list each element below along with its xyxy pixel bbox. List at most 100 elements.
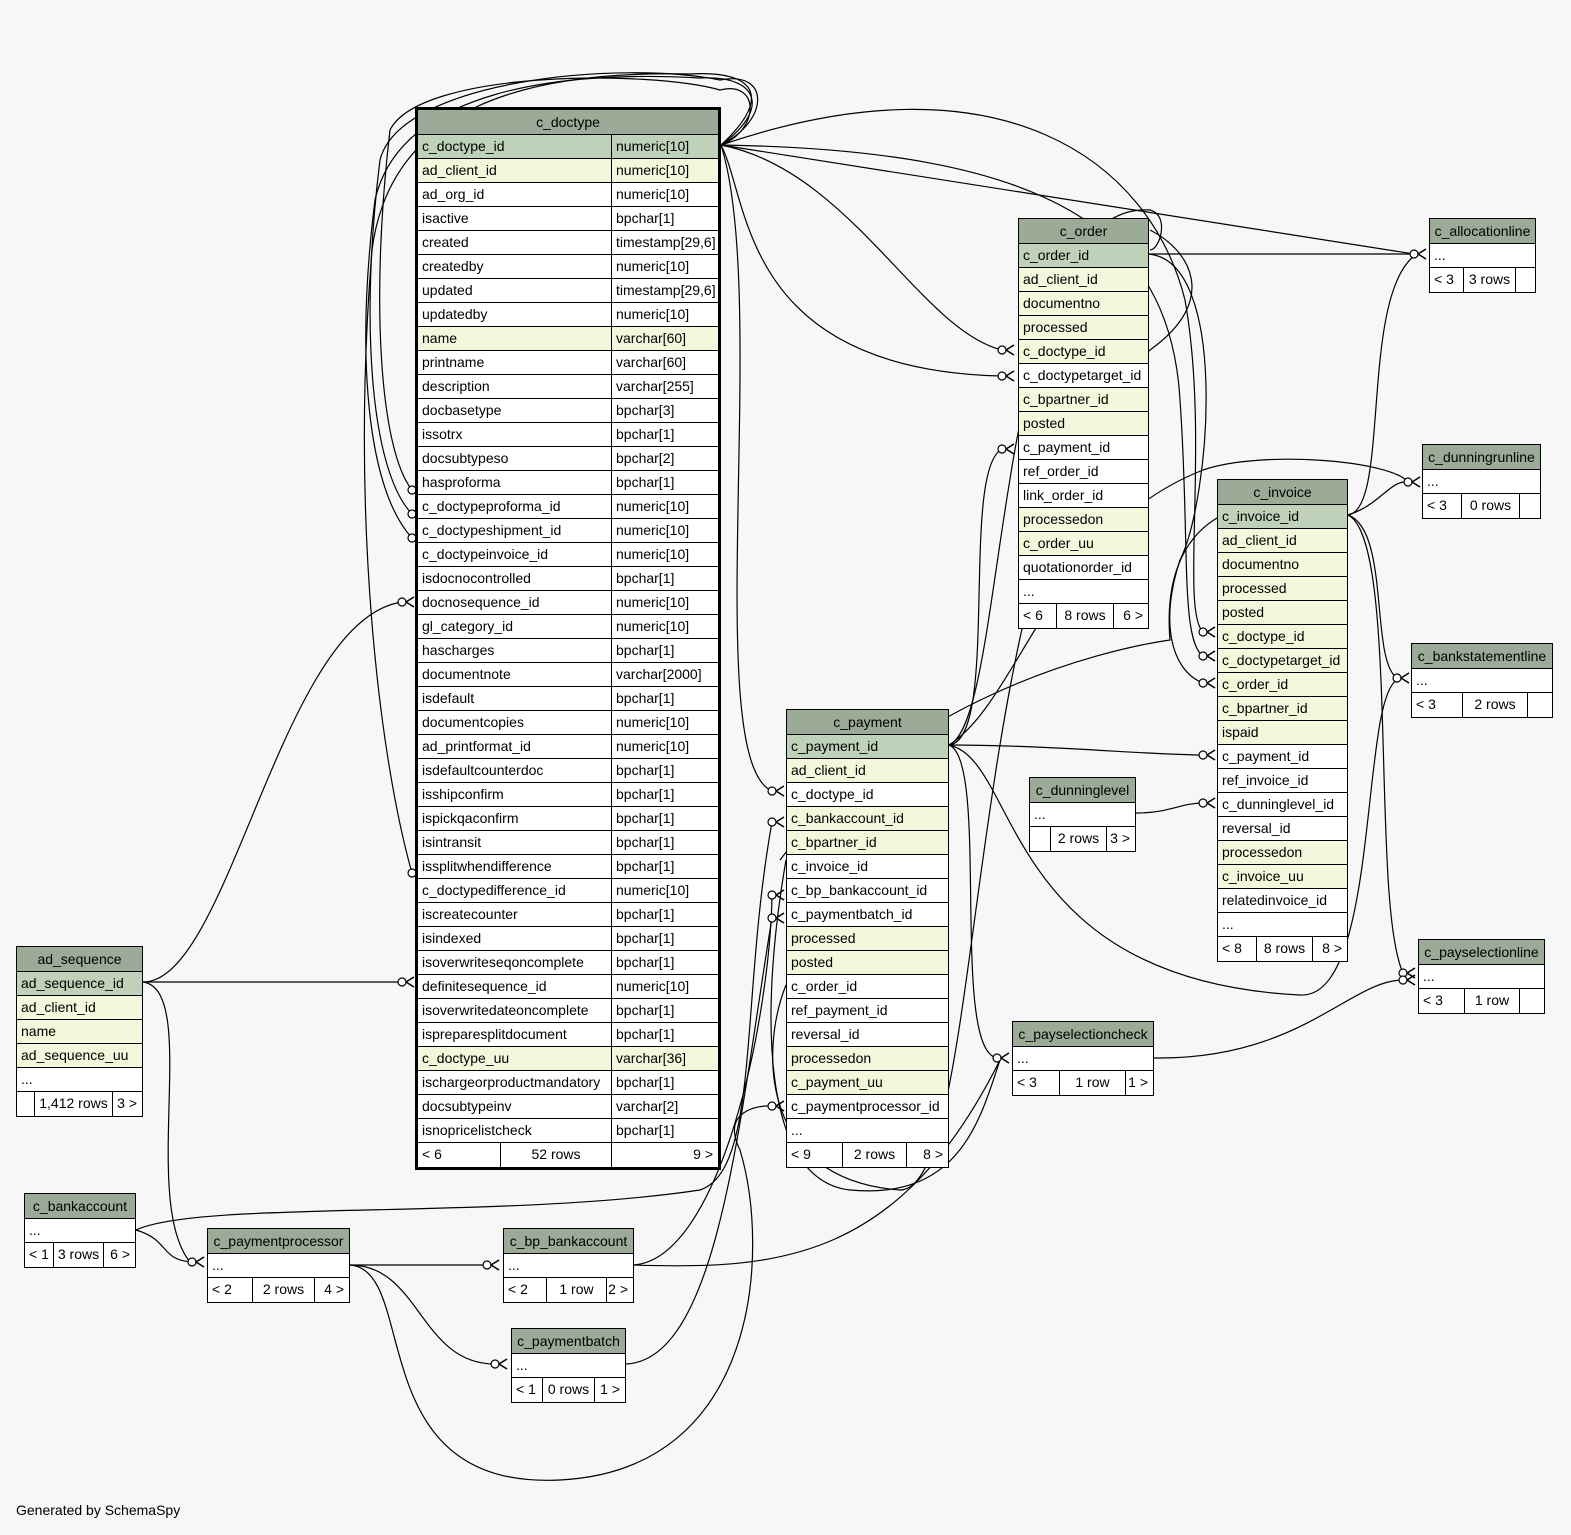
parents-count[interactable]: < 1 [516,1381,536,1397]
column-row[interactable]: c_payment_id [1218,745,1347,769]
column-row[interactable]: posted [787,951,948,975]
table-title[interactable]: c_payselectionline [1419,940,1544,965]
parents-count[interactable]: < 2 [212,1281,232,1297]
row-count[interactable]: 8 rows [1056,604,1113,628]
column-row[interactable]: ref_order_id [1019,460,1148,484]
column-row[interactable]: c_paymentbatch_id [787,903,948,927]
parents-count[interactable]: < 3 [1427,497,1447,513]
children-count[interactable]: 3 > [1106,827,1135,851]
row-count[interactable]: 8 rows [1256,937,1312,961]
column-row[interactable]: processedon [1218,841,1347,865]
table-title[interactable]: c_bankaccount [25,1194,135,1219]
column-row[interactable]: c_payment_id [787,735,948,759]
column-row[interactable]: c_order_id [1218,673,1347,697]
column-row[interactable]: processed [787,927,948,951]
column-row[interactable]: c_dunninglevel_id [1218,793,1347,817]
column-row[interactable]: processedon [787,1047,948,1071]
parents-count[interactable] [17,1092,34,1116]
column-row[interactable]: ispaid [1218,721,1347,745]
row-count[interactable]: 52 rows [500,1143,611,1167]
column-row[interactable]: c_doctype_id [1218,625,1347,649]
column-row[interactable]: ... [25,1219,135,1243]
table-title[interactable]: c_allocationline [1430,219,1535,244]
column-row[interactable]: c_order_id [787,975,948,999]
children-count[interactable]: 2 > [606,1278,633,1302]
column-row[interactable]: ad_client_id [1218,529,1347,553]
column-row[interactable]: ad_sequence_uu [17,1044,142,1068]
column-row[interactable]: ... [1218,913,1347,937]
children-count[interactable] [1515,268,1535,292]
column-row[interactable]: reversal_id [1218,817,1347,841]
column-row[interactable]: c_invoice_id [787,855,948,879]
column-row[interactable]: c_bpartner_id [1019,388,1148,412]
column-row[interactable]: ... [1412,669,1552,693]
children-count[interactable]: 6 > [1113,604,1148,628]
column-row[interactable]: quotationorder_id [1019,556,1148,580]
column-row[interactable]: c_order_id [1019,244,1148,268]
row-count[interactable]: 3 rows [1463,268,1515,292]
children-count[interactable]: 8 > [1312,937,1347,961]
column-row[interactable]: c_doctypetarget_id [1218,649,1347,673]
children-count[interactable] [1519,989,1544,1013]
column-row[interactable]: name [17,1020,142,1044]
table-title[interactable]: c_payment [787,710,948,735]
row-count[interactable]: 1 row [1464,989,1519,1013]
row-count[interactable]: 1,412 rows [34,1092,112,1116]
row-count[interactable]: 2 rows [252,1278,314,1302]
table-title[interactable]: c_paymentprocessor [208,1229,349,1254]
children-count[interactable]: 1 > [594,1378,625,1402]
column-row[interactable]: c_order_uu [1019,532,1148,556]
children-count[interactable]: 6 > [103,1243,135,1267]
row-count[interactable]: 1 row [546,1278,606,1302]
row-count[interactable]: 1 row [1059,1071,1125,1095]
column-row[interactable]: c_doctypetarget_id [1019,364,1148,388]
column-row[interactable]: processed [1019,316,1148,340]
column-row[interactable]: c_invoice_id [1218,505,1347,529]
children-count[interactable] [1527,693,1552,717]
column-row[interactable]: c_payment_id [1019,436,1148,460]
table-title[interactable]: c_bp_bankaccount [504,1229,633,1254]
table-title[interactable]: c_doctype [418,110,718,135]
column-row[interactable]: ad_sequence_id [17,972,142,996]
row-count[interactable]: 0 rows [1461,494,1519,518]
column-row[interactable]: c_bp_bankaccount_id [787,879,948,903]
column-row[interactable]: ref_invoice_id [1218,769,1347,793]
column-row[interactable]: processed [1218,577,1347,601]
children-count[interactable]: 8 > [906,1143,948,1167]
parents-count[interactable]: < 8 [1222,940,1242,956]
column-row[interactable]: c_payment_uu [787,1071,948,1095]
column-row[interactable]: ... [17,1068,142,1092]
row-count[interactable]: 2 rows [1050,827,1106,851]
parents-count[interactable]: < 3 [1017,1074,1037,1090]
column-row[interactable]: posted [1019,412,1148,436]
column-row[interactable]: ad_client_id [787,759,948,783]
table-title[interactable]: c_bankstatementline [1412,644,1552,669]
column-row[interactable]: ... [1419,965,1544,989]
